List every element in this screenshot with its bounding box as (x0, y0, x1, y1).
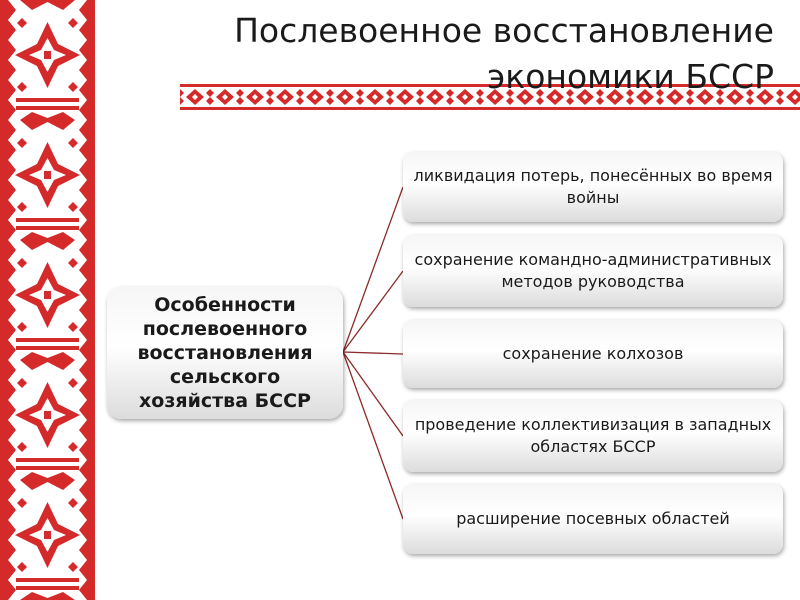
connector-line-1 (343, 187, 403, 352)
main-line-1: Особенности (137, 293, 312, 317)
item-box-1: ликвидация потерь, понесённых во время в… (403, 152, 783, 222)
main-topic-text: Особенности послевоенного восстановления… (137, 293, 312, 413)
item-text-2: сохранение командно-административных мет… (411, 249, 775, 293)
item-box-3: сохранение колхозов (403, 320, 783, 388)
connector-line-2 (343, 271, 403, 352)
connector-line-3 (343, 352, 403, 354)
main-line-3: восстановления (137, 341, 312, 365)
item-text-4: проведение коллективизация в западных об… (411, 414, 775, 458)
page-title: Послевоенное восстановление экономики БС… (174, 8, 774, 100)
ornament-side-strip (0, 0, 95, 600)
item-box-5: расширение посевных областей (403, 484, 783, 554)
item-text-1: ликвидация потерь, понесённых во время в… (411, 165, 775, 209)
main-line-2: послевоенного (137, 317, 312, 341)
main-line-4: сельского (137, 365, 312, 389)
main-topic-box: Особенности послевоенного восстановления… (107, 287, 343, 419)
title-line-2: экономики БССР (174, 54, 774, 100)
item-text-3: сохранение колхозов (503, 343, 684, 365)
item-box-2: сохранение командно-административных мет… (403, 235, 783, 307)
item-text-5: расширение посевных областей (456, 508, 730, 530)
connector-line-4 (343, 352, 403, 436)
connector-line-5 (343, 352, 403, 519)
title-line-1: Послевоенное восстановление (174, 8, 774, 54)
main-line-5: хозяйства БССР (137, 389, 312, 413)
item-box-4: проведение коллективизация в западных об… (403, 400, 783, 472)
